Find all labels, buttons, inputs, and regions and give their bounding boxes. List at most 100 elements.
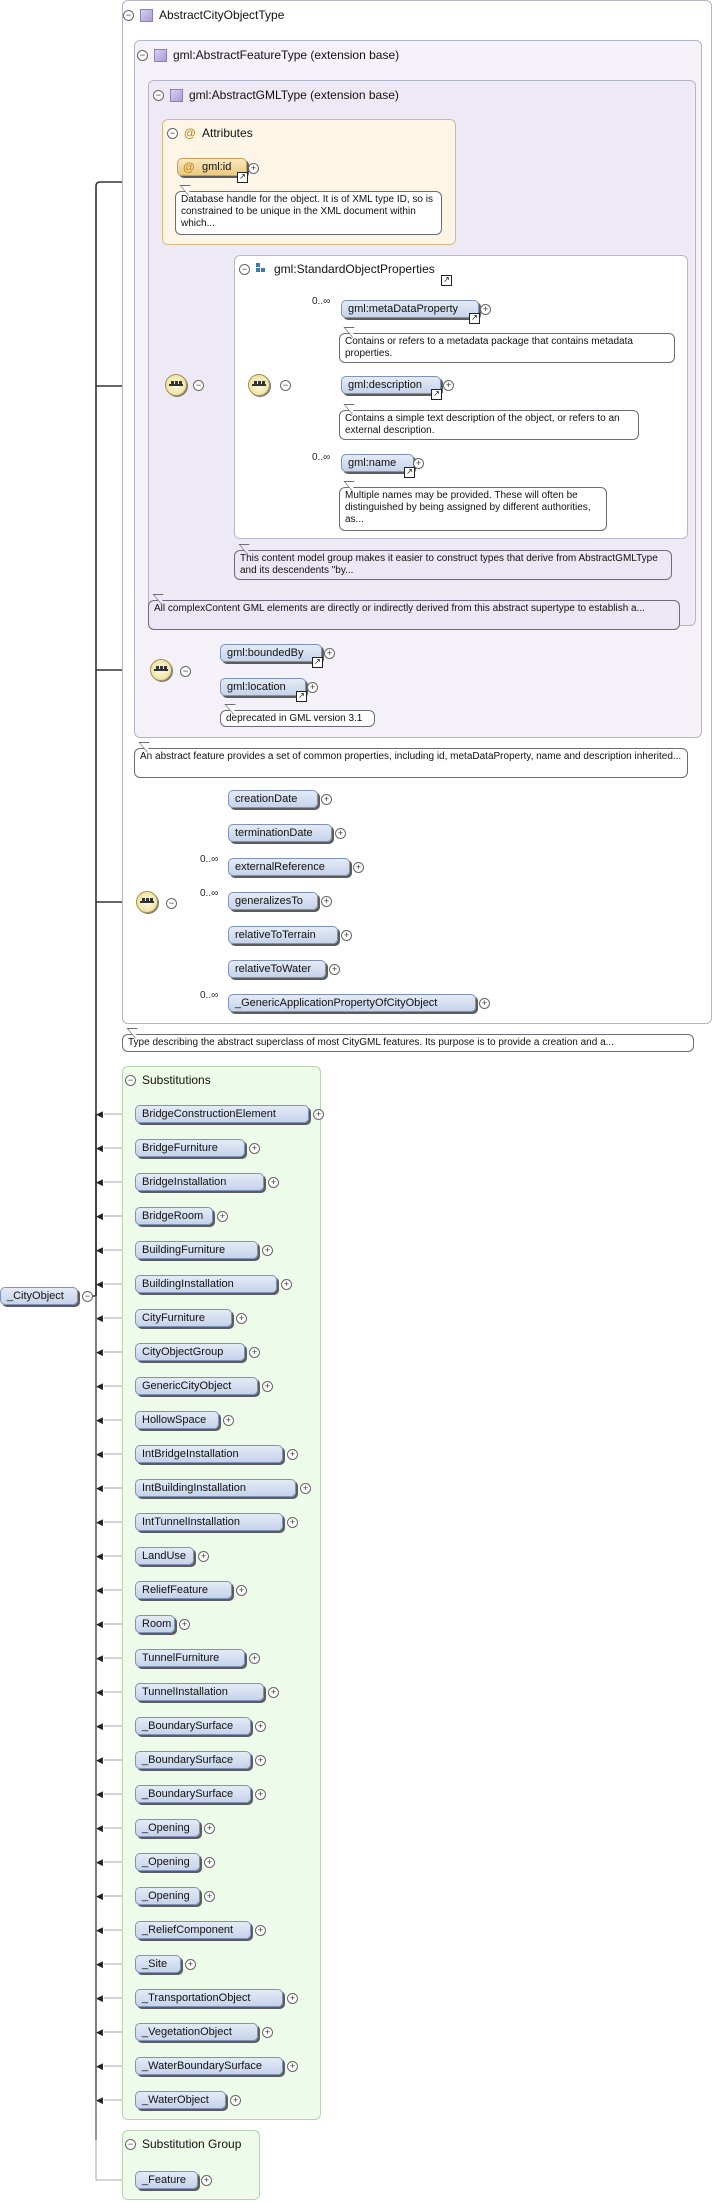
expand-icon[interactable]: + xyxy=(300,1483,311,1494)
substitution-item[interactable]: IntTunnelInstallation xyxy=(135,1513,283,1531)
expand-icon[interactable]: + xyxy=(413,458,424,469)
substitution-group-item[interactable]: _Feature xyxy=(135,2171,198,2189)
expand-icon[interactable]: + xyxy=(443,380,454,391)
expand-icon[interactable]: + xyxy=(255,1925,266,1936)
expand-icon[interactable]: + xyxy=(281,1279,292,1290)
expand-icon[interactable]: + xyxy=(255,1755,266,1766)
expand-icon[interactable]: + xyxy=(236,1313,247,1324)
sequence-compositor-icon[interactable] xyxy=(136,891,158,913)
collapse-toggle-icon[interactable]: − xyxy=(167,127,178,139)
substitution-item[interactable]: _Opening xyxy=(135,1853,200,1871)
substitution-item[interactable]: _BoundarySurface xyxy=(135,1785,251,1803)
substitution-item[interactable]: BridgeConstructionElement xyxy=(135,1105,309,1123)
collapse-toggle-icon[interactable]: − xyxy=(193,380,204,391)
expand-icon[interactable]: + xyxy=(204,1823,215,1834)
collapse-toggle-icon[interactable]: − xyxy=(239,263,250,275)
collapse-toggle-icon[interactable]: − xyxy=(125,2138,136,2150)
substitution-item[interactable]: _Opening xyxy=(135,1819,200,1837)
substitution-item[interactable]: CityFurniture xyxy=(135,1309,232,1327)
substitution-item[interactable]: _TransportationObject xyxy=(135,1989,283,2007)
substitution-item[interactable]: GenericCityObject xyxy=(135,1377,258,1395)
expand-icon[interactable]: + xyxy=(353,862,364,873)
substitution-item[interactable]: _Site xyxy=(135,1955,181,1973)
substitution-item[interactable]: LandUse xyxy=(135,1547,194,1565)
element-gml-metaDataProperty[interactable]: gml:metaDataProperty xyxy=(341,300,479,318)
collapse-toggle-icon[interactable]: − xyxy=(137,49,148,61)
sequence-compositor-icon[interactable] xyxy=(165,374,187,396)
sequence-compositor-icon[interactable] xyxy=(150,659,172,681)
element-relativeToWater[interactable]: relativeToWater xyxy=(228,960,326,978)
substitution-item[interactable]: CityObjectGroup xyxy=(135,1343,245,1361)
expand-icon[interactable]: + xyxy=(249,1653,260,1664)
expand-icon[interactable]: + xyxy=(321,896,332,907)
substitution-item[interactable]: _WaterObject xyxy=(135,2091,226,2109)
collapse-toggle-icon[interactable]: − xyxy=(180,666,191,677)
expand-icon[interactable]: + xyxy=(341,930,352,941)
substitution-item[interactable]: _VegetationObject xyxy=(135,2023,258,2041)
substitution-item[interactable]: TunnelFurniture xyxy=(135,1649,245,1667)
expand-icon[interactable]: + xyxy=(201,2175,212,2186)
substitution-item[interactable]: _ReliefComponent xyxy=(135,1921,251,1939)
expand-icon[interactable]: + xyxy=(255,1721,266,1732)
expand-icon[interactable]: + xyxy=(262,1245,273,1256)
expand-icon[interactable]: + xyxy=(479,998,490,1009)
expand-icon[interactable]: + xyxy=(480,304,491,315)
expand-icon[interactable]: + xyxy=(313,1109,324,1120)
element-externalReference[interactable]: externalReference xyxy=(228,858,350,876)
substitution-item[interactable]: _Opening xyxy=(135,1887,200,1905)
expand-icon[interactable]: + xyxy=(262,1381,273,1392)
substitution-item[interactable]: HollowSpace xyxy=(135,1411,219,1429)
substitution-item[interactable]: IntBuildingInstallation xyxy=(135,1479,296,1497)
expand-icon[interactable]: + xyxy=(324,648,335,659)
element-gml-description[interactable]: gml:description xyxy=(341,376,441,394)
expand-icon[interactable]: + xyxy=(198,1551,209,1562)
expand-icon[interactable]: + xyxy=(262,2027,273,2038)
expand-icon[interactable]: + xyxy=(185,1959,196,1970)
expand-icon[interactable]: + xyxy=(223,1415,234,1426)
expand-icon[interactable]: + xyxy=(287,1517,298,1528)
substitution-item[interactable]: ReliefFeature xyxy=(135,1581,232,1599)
collapse-toggle-icon[interactable]: − xyxy=(153,89,164,101)
sequence-compositor-icon[interactable] xyxy=(248,374,270,396)
substitution-item[interactable]: BridgeInstallation xyxy=(135,1173,264,1191)
expand-icon[interactable]: + xyxy=(217,1211,228,1222)
element-gml-boundedBy[interactable]: gml:boundedBy xyxy=(220,644,322,662)
expand-icon[interactable]: + xyxy=(249,1143,260,1154)
element-GenericApplicationPropertyOfCityObject[interactable]: _GenericApplicationPropertyOfCityObject xyxy=(228,994,476,1012)
root-element[interactable]: _CityObject xyxy=(0,1287,78,1305)
expand-icon[interactable]: + xyxy=(204,1857,215,1868)
expand-icon[interactable]: + xyxy=(248,163,259,174)
substitution-item[interactable]: Room xyxy=(135,1615,175,1633)
attribute-gml-id[interactable]: @ gml:id xyxy=(177,158,247,176)
expand-icon[interactable]: + xyxy=(287,1449,298,1460)
collapse-toggle-icon[interactable]: − xyxy=(125,1074,136,1086)
collapse-toggle-icon[interactable]: − xyxy=(123,9,134,21)
element-creationDate[interactable]: creationDate xyxy=(228,790,318,808)
expand-icon[interactable]: + xyxy=(236,1585,247,1596)
collapse-toggle-icon[interactable]: − xyxy=(82,1291,93,1302)
substitution-item[interactable]: TunnelInstallation xyxy=(135,1683,264,1701)
expand-icon[interactable]: + xyxy=(268,1687,279,1698)
expand-icon[interactable]: + xyxy=(307,682,318,693)
expand-icon[interactable]: + xyxy=(204,1891,215,1902)
substitution-item[interactable]: BuildingInstallation xyxy=(135,1275,277,1293)
element-relativeToTerrain[interactable]: relativeToTerrain xyxy=(228,926,338,944)
substitution-item[interactable]: BuildingFurniture xyxy=(135,1241,258,1259)
substitution-item[interactable]: _BoundarySurface xyxy=(135,1717,251,1735)
expand-icon[interactable]: + xyxy=(268,1177,279,1188)
substitution-item[interactable]: BridgeRoom xyxy=(135,1207,213,1225)
expand-icon[interactable]: + xyxy=(287,1993,298,2004)
expand-icon[interactable]: + xyxy=(179,1619,190,1630)
element-terminationDate[interactable]: terminationDate xyxy=(228,824,332,842)
substitution-item[interactable]: _BoundarySurface xyxy=(135,1751,251,1769)
element-generalizesTo[interactable]: generalizesTo xyxy=(228,892,318,910)
expand-icon[interactable]: + xyxy=(329,964,340,975)
element-gml-location[interactable]: gml:location xyxy=(220,678,306,696)
expand-icon[interactable]: + xyxy=(335,828,346,839)
expand-icon[interactable]: + xyxy=(321,794,332,805)
expand-icon[interactable]: + xyxy=(249,1347,260,1358)
substitution-item[interactable]: _WaterBoundarySurface xyxy=(135,2057,283,2075)
expand-icon[interactable]: + xyxy=(230,2095,241,2106)
expand-icon[interactable]: + xyxy=(255,1789,266,1800)
substitution-item[interactable]: BridgeFurniture xyxy=(135,1139,245,1157)
